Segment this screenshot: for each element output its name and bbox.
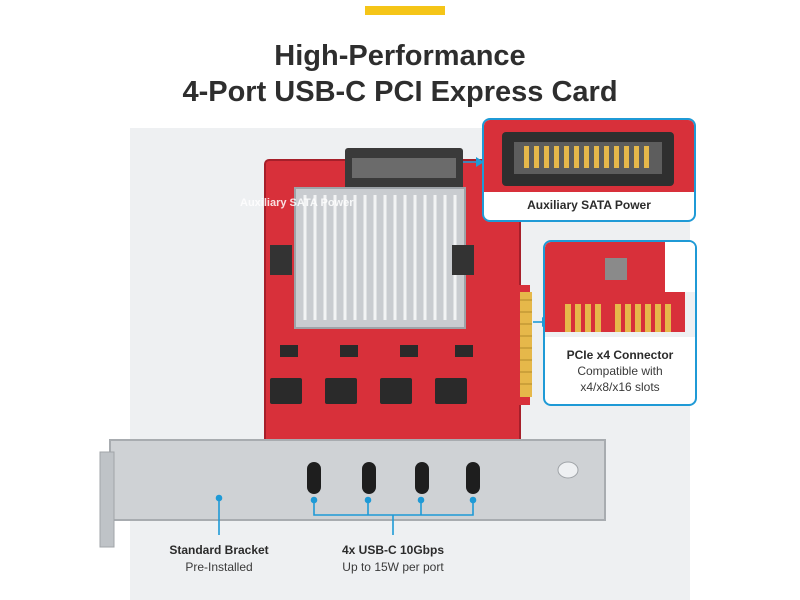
ports-label-title: 4x USB-C 10Gbps xyxy=(341,543,445,557)
page-title-line2: 4-Port USB-C PCI Express Card xyxy=(182,76,618,108)
sata-connector-closeup xyxy=(484,120,694,192)
pcie-callout-title: PCIe x4 Connector xyxy=(566,348,674,362)
leader-lines xyxy=(215,157,550,535)
pcie-connector-closeup xyxy=(545,242,695,337)
ports-label: 4x USB-C 10Gbps Up to 15W per port xyxy=(318,542,468,576)
controller-chips xyxy=(270,345,473,404)
accent-bar xyxy=(365,6,445,15)
pcie-gold-contacts xyxy=(520,292,532,397)
standard-bracket xyxy=(99,439,606,548)
bracket-label-subtitle: Pre-Installed xyxy=(185,560,253,574)
sata-callout-title: Auxiliary SATA Power xyxy=(527,198,651,212)
page-title-line1: High-Performance xyxy=(274,40,526,72)
usb-c-ports xyxy=(307,462,480,494)
ports-label-subtitle: Up to 15W per port xyxy=(342,560,444,574)
heatsink xyxy=(270,187,474,329)
pcb-board xyxy=(264,148,532,451)
board-overlay-label: Auxiliary SATA Power xyxy=(240,197,354,209)
bracket-label: Standard Bracket Pre-Installed xyxy=(149,542,289,576)
pcie-callout-line3: x4/x8/x16 slots xyxy=(580,380,660,394)
bracket-label-title: Standard Bracket xyxy=(169,543,269,557)
pcie-callout-line2: Compatible with xyxy=(577,364,663,378)
pcie-connector-callout: PCIe x4 Connector Compatible with x4/x8/… xyxy=(543,240,697,406)
sata-power-callout: Auxiliary SATA Power xyxy=(482,118,696,222)
